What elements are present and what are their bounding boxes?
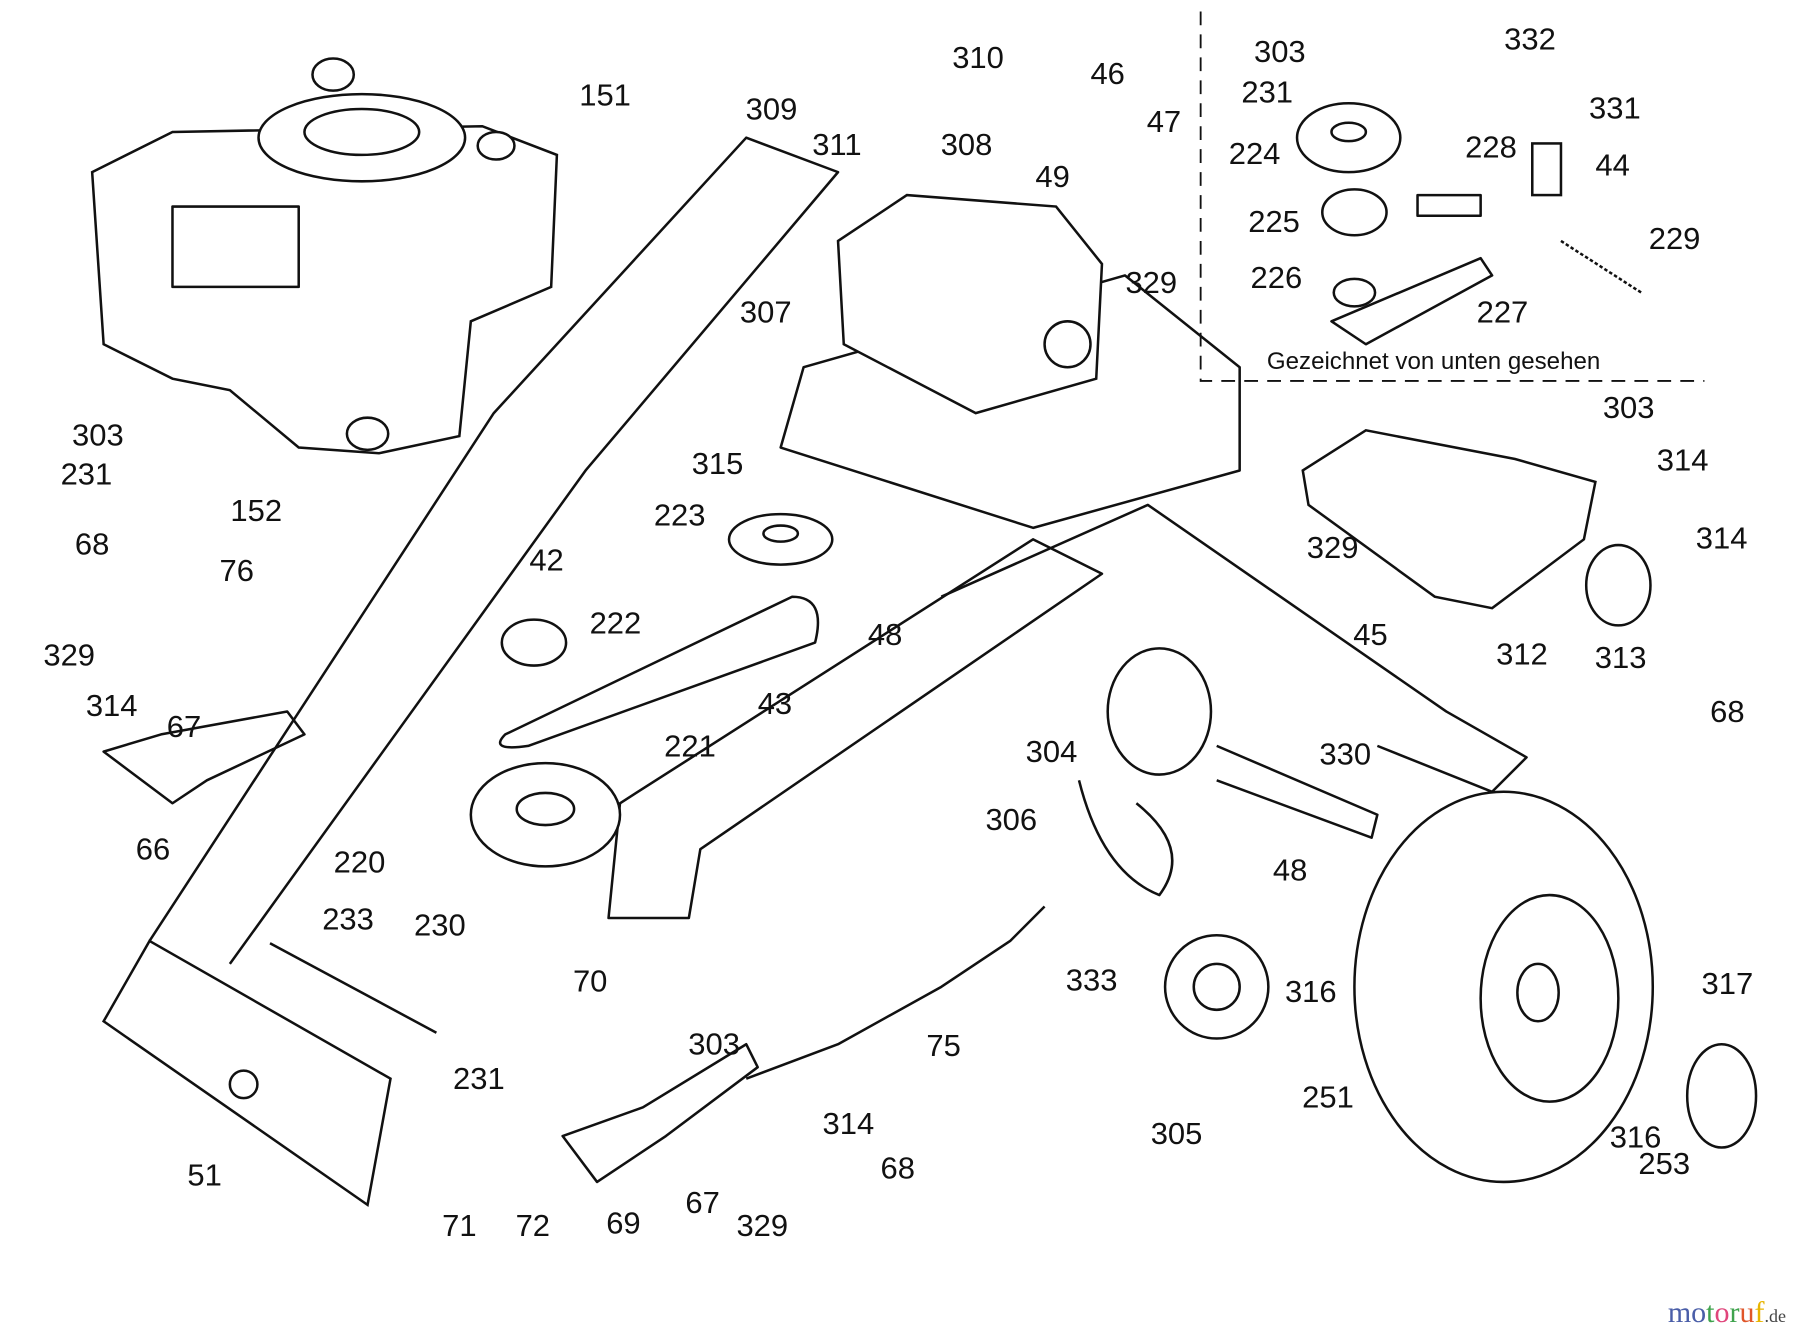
part-number-label: 316 [1610, 1120, 1662, 1155]
part-number-label: 307 [740, 295, 792, 330]
part-number-label: 220 [334, 844, 386, 879]
wheel-drawing [1353, 790, 1758, 1184]
part-number-label: 48 [868, 617, 902, 652]
part-number-label: 51 [187, 1158, 221, 1193]
part-number-label: 303 [72, 417, 124, 452]
inset-part-labels: 303 332 231 331 224 228 44 225 229 226 227 [1229, 21, 1701, 329]
part-number-label: 68 [75, 526, 109, 561]
part-number-label: 45 [1353, 617, 1387, 652]
motoruf-logo: motoruf.de [1668, 1296, 1786, 1330]
part-number-label: 305 [1151, 1116, 1203, 1151]
logo-letter: o [1714, 1296, 1730, 1329]
part-number-label: 306 [985, 802, 1037, 837]
strip-drawing [269, 942, 438, 1034]
part-number-label: 67 [167, 709, 201, 744]
part-number-label: 49 [1035, 159, 1069, 194]
part-number-label: 67 [685, 1185, 719, 1220]
pulley-belt-drawing [469, 512, 834, 868]
part-number-label: 47 [1147, 104, 1181, 139]
engine-drawing [90, 57, 559, 455]
part-number-label: 42 [529, 542, 563, 577]
part-number-label: 227 [1477, 295, 1529, 330]
part-number-label: 332 [1504, 21, 1556, 56]
part-number-label: 223 [654, 498, 706, 533]
part-number-label: 316 [1285, 974, 1337, 1009]
axle-drawing [1077, 647, 1379, 1040]
part-number-label: 308 [941, 127, 993, 162]
cable-drawing [745, 905, 1046, 1080]
part-number-label: 313 [1595, 640, 1647, 675]
part-number-label: 331 [1589, 90, 1641, 125]
part-number-label: 151 [579, 78, 631, 113]
roller-drawing [1584, 543, 1652, 627]
part-number-label: 76 [220, 553, 254, 588]
part-number-label: 233 [322, 902, 374, 937]
part-number-label: 329 [736, 1208, 788, 1243]
part-number-label: 310 [952, 40, 1004, 75]
part-number-label: 71 [442, 1208, 476, 1243]
bracket-drawing [1301, 428, 1597, 610]
part-number-label: 314 [823, 1106, 875, 1141]
part-number-label: 224 [1229, 136, 1281, 171]
part-number-label: 68 [880, 1151, 914, 1186]
part-number-label: 230 [414, 907, 466, 942]
part-number-label: 229 [1649, 221, 1701, 256]
logo-letter: r [1729, 1296, 1740, 1329]
logo-letter: t [1706, 1296, 1715, 1329]
part-number-label: 312 [1496, 637, 1548, 672]
part-number-label: 152 [230, 493, 282, 528]
gearbox-drawing [836, 193, 1104, 415]
part-number-label: 333 [1066, 962, 1118, 997]
part-number-label: 311 [812, 127, 861, 162]
inset-panel: Gezeichnet von unten gesehen [1199, 11, 1705, 382]
part-number-label: 303 [1254, 34, 1306, 69]
lever-drawing [561, 1042, 759, 1184]
part-number-label: 253 [1638, 1146, 1690, 1181]
part-number-label: 46 [1090, 56, 1124, 91]
part-number-label: 222 [590, 606, 642, 641]
part-number-label: 314 [1657, 443, 1709, 478]
part-number-label: 228 [1465, 129, 1517, 164]
part-number-label: 315 [692, 446, 744, 481]
part-number-label: 75 [926, 1028, 960, 1063]
inset-caption: Gezeichnet von unten gesehen [1267, 348, 1600, 375]
part-number-label: 225 [1248, 204, 1300, 239]
part-number-label: 231 [61, 456, 113, 491]
part-number-label: 68 [1710, 694, 1744, 729]
part-number-label: 70 [573, 964, 607, 999]
pedal-drawing [102, 710, 306, 805]
part-number-label: 251 [1302, 1080, 1354, 1115]
logo-letter: o [1691, 1296, 1707, 1329]
part-number-label: 330 [1319, 736, 1371, 771]
part-number-label: 304 [1026, 734, 1078, 769]
part-number-label: 72 [516, 1208, 550, 1243]
logo-letter: f [1754, 1296, 1765, 1329]
part-number-label: 303 [1603, 390, 1655, 425]
part-number-label: 329 [43, 638, 95, 673]
part-number-label: 329 [1125, 265, 1177, 300]
part-number-label: 48 [1273, 852, 1307, 887]
logo-letter: u [1739, 1296, 1755, 1329]
part-number-label: 231 [453, 1061, 505, 1096]
part-number-label: 231 [1241, 74, 1293, 109]
part-number-label: 314 [1696, 521, 1748, 556]
part-number-label: 309 [746, 91, 798, 126]
frame-drawing [101, 136, 1528, 1208]
part-number-label: 221 [664, 728, 716, 763]
logo-letter: m [1667, 1296, 1692, 1329]
part-number-label: 44 [1595, 148, 1629, 183]
logo-suffix: .de [1764, 1306, 1787, 1326]
part-number-label: 303 [688, 1027, 740, 1062]
part-number-label: 226 [1251, 260, 1303, 295]
part-number-label: 66 [136, 832, 170, 867]
part-number-label: 317 [1702, 966, 1754, 1001]
part-labels: 151 310 46 309 308 47 311 49 329 307 303 231 152 68 76… [43, 40, 1753, 1243]
part-number-label: 43 [758, 686, 792, 721]
part-number-label: 329 [1307, 530, 1359, 565]
part-number-label: 69 [606, 1206, 640, 1241]
part-number-label: 314 [86, 688, 138, 723]
